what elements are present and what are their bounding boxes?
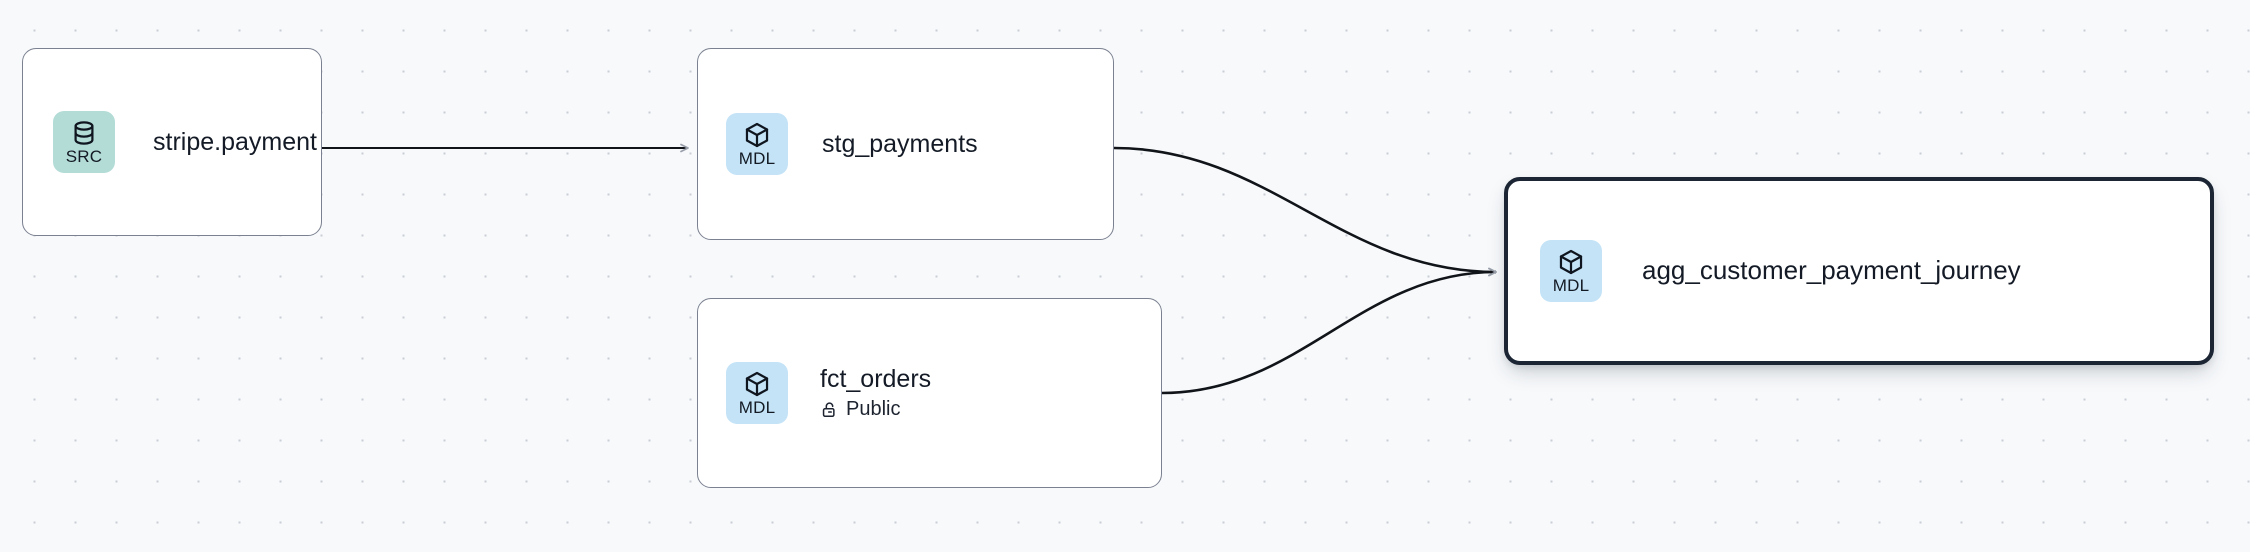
node-body: stripe.payment bbox=[153, 128, 317, 157]
edge-fct-to-agg bbox=[1161, 267, 1497, 395]
badge-label: SRC bbox=[65, 147, 103, 166]
cube-icon bbox=[745, 122, 769, 148]
node-title: fct_orders bbox=[820, 365, 932, 394]
unlock-icon bbox=[822, 402, 835, 417]
edge-stg-to-agg bbox=[1113, 146, 1497, 277]
badge-label: MDL bbox=[738, 149, 776, 168]
node-type-badge-mdl: MDL bbox=[726, 113, 788, 175]
node-visibility: Public bbox=[820, 398, 931, 421]
node-type-badge-mdl: MDL bbox=[1540, 240, 1602, 302]
lineage-node-stripe-payment[interactable]: SRC stripe.payment bbox=[22, 48, 322, 236]
lineage-node-agg-customer-payment-journey[interactable]: MDL agg_customer_payment_journey bbox=[1504, 177, 2214, 365]
lineage-node-fct-orders[interactable]: MDL fct_orders Public bbox=[697, 298, 1162, 488]
node-body: stg_payments bbox=[822, 130, 978, 159]
database-icon bbox=[74, 121, 94, 145]
cube-icon bbox=[745, 371, 769, 397]
node-body: fct_orders Public bbox=[820, 365, 931, 421]
node-body: agg_customer_payment_journey bbox=[1642, 255, 2021, 286]
node-title: stripe.payment bbox=[153, 127, 317, 156]
lineage-node-stg-payments[interactable]: MDL stg_payments bbox=[697, 48, 1114, 240]
node-title: agg_customer_payment_journey bbox=[1642, 255, 2021, 286]
node-type-badge-mdl: MDL bbox=[726, 362, 788, 424]
badge-label: MDL bbox=[1552, 276, 1590, 295]
node-title: stg_payments bbox=[822, 129, 978, 158]
badge-label: MDL bbox=[738, 398, 776, 417]
cube-icon bbox=[1559, 249, 1583, 275]
visibility-label: Public bbox=[846, 397, 901, 420]
node-type-badge-src: SRC bbox=[53, 111, 115, 173]
